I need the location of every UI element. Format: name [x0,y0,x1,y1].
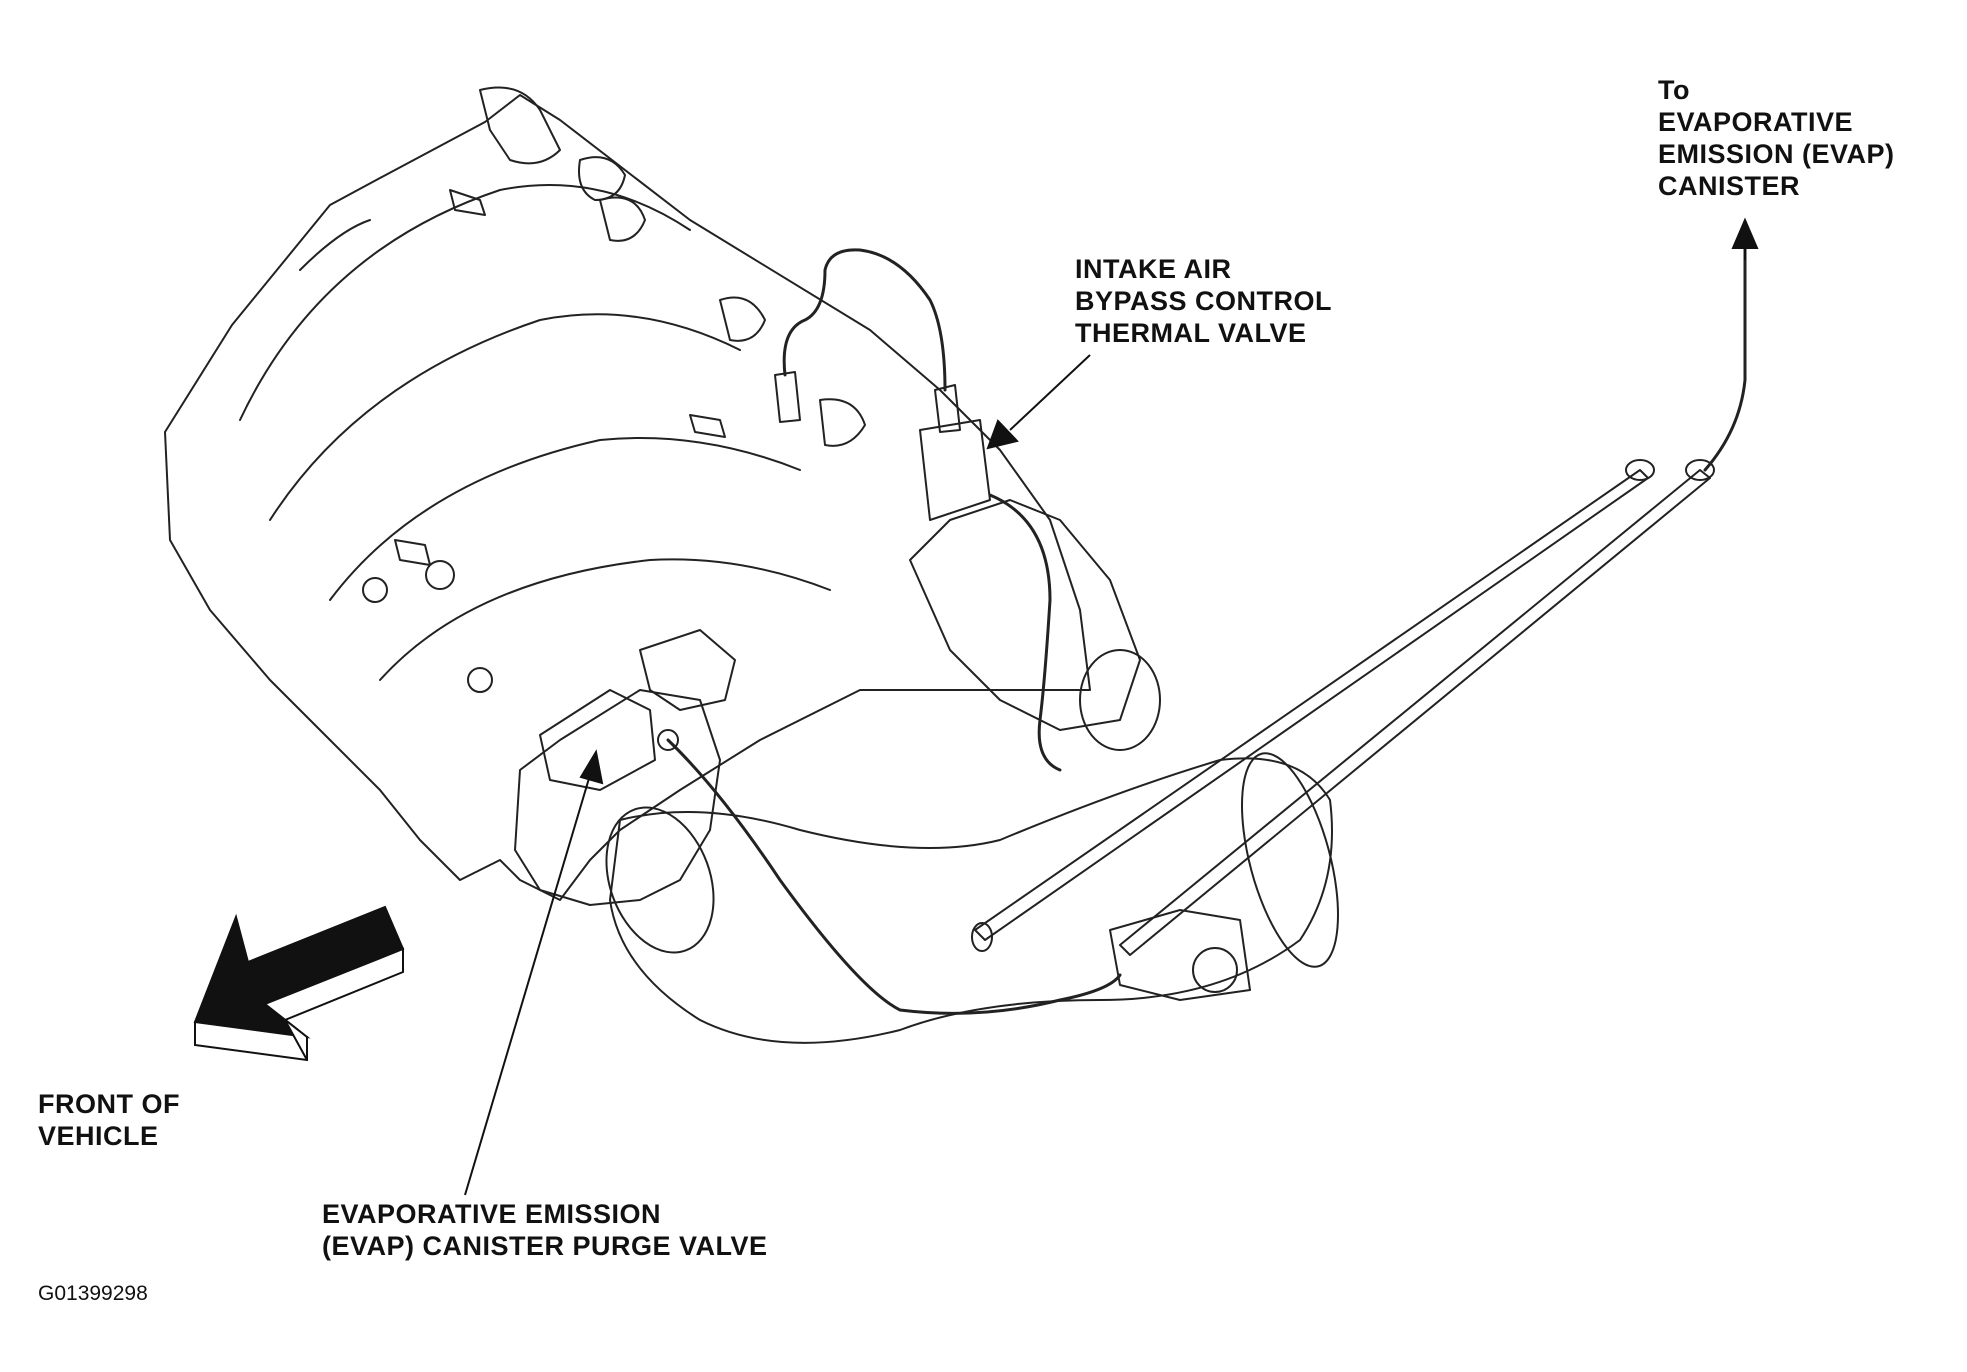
thermal-valve-body [919,419,991,521]
manifold-runner-1 [239,184,691,421]
evap-line-2 [1119,469,1711,956]
purge-valve-label: EVAPORATIVE EMISSION (EVAP) CANISTER PUR… [322,1198,768,1262]
manifold-stud-5 [362,577,388,603]
vacuum-hose-thermal [782,248,947,392]
leader-line-thermal [1009,354,1091,431]
leader-line-purge [464,774,591,1196]
pipe-end-upper [1625,459,1655,481]
thermal-valve-label: INTAKE AIR BYPASS CONTROL THERMAL VALVE [1075,253,1332,349]
thermal-valve-label-line-3: THERMAL VALVE [1075,318,1307,348]
purge-valve-label-line-1: EVAPORATIVE EMISSION [322,1199,662,1229]
canister-label: To EVAPORATIVE EMISSION (EVAP) CANISTER [1658,74,1895,202]
figure-id: G01399298 [38,1282,148,1305]
manifold-stud-4 [425,560,455,590]
thermal-valve-nipple [934,384,961,433]
thermal-valve-label-line-2: BYPASS CONTROL [1075,286,1333,316]
manifold-runner-2 [269,313,741,521]
pipe-end-right [1685,459,1715,481]
bypass-valve-cap [1079,649,1161,751]
arrowhead-thermal [986,419,1019,450]
intake-manifold-outline [164,94,1091,901]
manifold-flange-top [479,86,561,165]
manifold-stud-6 [467,667,493,693]
purge-valve-label-line-2: (EVAP) CANISTER PURGE VALVE [322,1231,768,1261]
manifold-boss-2 [599,196,646,242]
bypass-valve-body [909,499,1141,731]
canister-label-line-1: To [1658,75,1690,105]
purge-valve-body [539,689,656,791]
manifold-stud-3 [394,539,431,566]
manifold-boss-4 [819,398,866,447]
manifold-nipple [774,371,801,423]
front-label-line-2: VEHICLE [38,1121,159,1151]
evap-control-valve-knob [1192,947,1238,993]
front-label-line-1: FRONT OF [38,1089,180,1119]
pipe-end-left [971,922,993,952]
front-arrow-icon [193,905,405,1062]
manifold-stud-2 [689,414,726,438]
manifold-boss-3 [719,296,766,342]
manifold-stud-1 [449,189,486,216]
arrowhead-canister [1731,217,1759,249]
canister-label-line-2: EVAPORATIVE [1658,107,1854,137]
canister-label-line-3: EMISSION (EVAP) [1658,139,1895,169]
throttle-body [514,689,721,906]
vacuum-hose-purge [666,738,1122,1015]
intake-air-duct [609,757,1333,1044]
manifold-runner-5 [299,219,371,271]
duct-clamp [1241,752,1339,968]
evap-hose-canister [1703,238,1747,472]
thermal-valve-label-line-1: INTAKE AIR [1075,254,1232,284]
vacuum-hose-duct [988,493,1062,772]
manifold-boss-1 [578,156,626,201]
purge-valve-port [657,729,679,751]
front-of-vehicle-label: FRONT OF VEHICLE [38,1088,180,1152]
canister-label-line-4: CANISTER [1658,171,1801,201]
duct-inlet-ring [605,806,715,954]
manifold-runner-4 [379,558,831,681]
arrowhead-purge [579,749,604,785]
purge-valve-top [639,629,736,711]
evap-control-valve [1109,909,1251,1001]
manifold-runner-3 [329,437,801,601]
